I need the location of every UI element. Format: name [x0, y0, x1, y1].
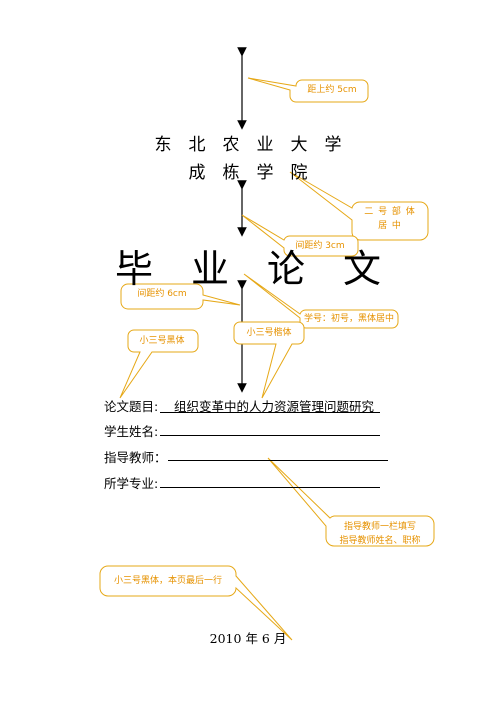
submission-date: 2010 年 6 月: [209, 631, 287, 646]
note-small3-bold: 小三号黑体: [139, 336, 185, 346]
student-name-label: 学生姓名:: [104, 424, 159, 439]
note-spacing-3cm: 间距约 3cm: [295, 241, 345, 251]
advisor-label: 指导教师：: [104, 450, 167, 465]
note-advisor-fill: 指导教师一栏填写 指导教师姓名、职称: [339, 522, 421, 546]
university-name: 东 北 农 业 大 学: [154, 135, 342, 155]
student-name-underline: [160, 435, 380, 436]
note-xiaochu: 学号：初号，黑体居中: [303, 314, 394, 324]
note-font-spec: 二 号 部 体 居 中: [364, 207, 416, 231]
callout-advisor-fill: [267, 457, 435, 547]
callout-small3-bold: [119, 329, 199, 399]
callout-font-spec: [289, 171, 429, 241]
callout-xiaochu: [243, 273, 399, 329]
college-name: 成 栋 学 院: [188, 163, 308, 183]
thesis-title-underline: [160, 412, 380, 413]
callout-top-margin: [247, 77, 369, 103]
document-title: 毕 业 论 文: [114, 247, 381, 291]
note-top-margin: 距上约 5cm: [307, 85, 357, 95]
major-underline: [160, 487, 380, 488]
advisor-underline: [168, 460, 388, 461]
callout-spacing-3cm: [241, 214, 359, 257]
callout-last-line: [99, 565, 293, 641]
note-small3-kai: 小三号楷体: [246, 328, 292, 338]
thesis-title-label: 论文题目:: [104, 399, 159, 414]
callout-small3-kai: [233, 321, 305, 399]
callout-spacing-6cm: [120, 283, 241, 310]
thesis-title-value: 组织变革中的人力资源管理问题研究: [174, 399, 375, 414]
note-last-line: 小三号黑体，本页最后一行: [113, 576, 222, 586]
major-label: 所学专业:: [104, 476, 159, 491]
note-spacing-6cm: 间距约 6cm: [137, 289, 187, 299]
